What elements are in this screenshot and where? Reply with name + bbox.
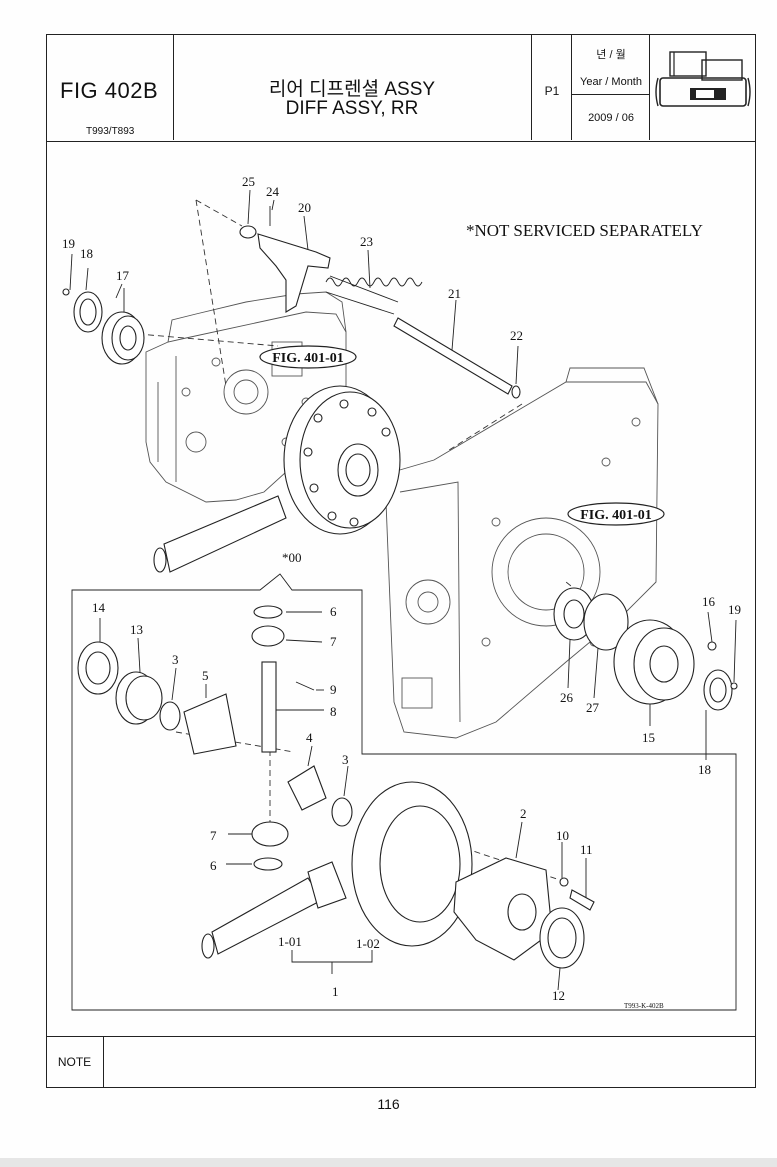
page-label: P1	[544, 84, 560, 98]
fig-ref-badge-upper: FIG. 401-01	[259, 345, 357, 369]
differential-detail	[77, 605, 595, 974]
page-frame	[46, 34, 756, 1088]
seal-collar-left	[62, 288, 145, 365]
callout: 18	[80, 246, 93, 261]
note-label: NOTE	[46, 1037, 104, 1087]
header-block: FIG 402B T993/T893 리어 디프렌셜 ASSY DIFF ASS…	[46, 34, 756, 142]
callout: 16	[702, 594, 716, 609]
detail-inset-border	[71, 573, 737, 1011]
callout: 7	[210, 828, 217, 843]
callout: 6	[330, 604, 337, 619]
callout: 27	[586, 700, 600, 715]
transmission-housing-right	[385, 367, 659, 739]
callout: 19	[62, 236, 75, 251]
callout: 10	[556, 828, 569, 843]
callout: 3	[342, 752, 349, 767]
callout: 3	[172, 652, 179, 667]
callout: 9	[330, 682, 337, 697]
callout: 1	[332, 984, 339, 999]
transmission-housing-left	[145, 291, 347, 503]
callout: 8	[330, 704, 337, 719]
differential-assembly-upper	[153, 385, 401, 573]
drawing-code: T993-K-402B	[624, 1002, 664, 1010]
callout: 23	[360, 234, 373, 249]
callout: 1-01	[278, 934, 302, 949]
callout: 14	[92, 600, 106, 615]
scan-edge	[0, 1158, 777, 1167]
callout: 24	[266, 184, 280, 199]
callout: 2	[520, 806, 527, 821]
model-code: T993/T893	[86, 126, 135, 137]
fig-ref-badge-lower: FIG. 401-01	[567, 502, 665, 526]
title-cell: 리어 디프렌셜 ASSY DIFF ASSY, RR	[174, 34, 532, 140]
note-row: NOTE	[46, 1036, 756, 1088]
callout: 18	[698, 762, 711, 777]
callout: 11	[580, 842, 593, 857]
fig-cell: FIG 402B T993/T893	[46, 34, 174, 140]
callout: 1-02	[356, 936, 380, 951]
shift-fork	[239, 206, 331, 313]
date-cell: 년 / 월 Year / Month 2009 / 06	[572, 34, 650, 140]
service-note: *NOT SERVICED SEPARATELY	[466, 221, 703, 240]
callout: 12	[552, 988, 565, 1003]
callout: 22	[510, 328, 523, 343]
spring	[325, 275, 423, 315]
callout: 6	[210, 858, 217, 873]
tractor-icon-cell	[650, 34, 754, 140]
callout: 19	[728, 602, 741, 617]
callout: 4	[306, 730, 313, 745]
callout: *00	[282, 550, 302, 565]
year-month-label: Year / Month	[580, 76, 642, 88]
tractor-icon	[655, 51, 751, 107]
callout: 20	[298, 200, 311, 215]
fig-number: FIG 402B	[60, 78, 159, 103]
callout: 7	[330, 634, 337, 649]
page-number: 116	[377, 1096, 400, 1112]
callout-labels: 25 24 20 23 21 22 19 18 17 *00 16 19 26 …	[62, 174, 741, 1003]
fig-ref-label: FIG. 401-01	[580, 508, 652, 523]
page-cell: P1	[532, 34, 572, 140]
date-value: 2009 / 06	[588, 112, 634, 124]
callout: 25	[242, 174, 255, 189]
seal-collar-right	[553, 587, 738, 711]
leader-lines	[69, 189, 737, 991]
callout: 21	[448, 286, 461, 301]
callout: 26	[560, 690, 574, 705]
callout: 17	[116, 268, 130, 283]
title-english: DIFF ASSY, RR	[285, 98, 419, 119]
callout: 5	[202, 668, 209, 683]
shift-rod	[393, 317, 521, 399]
callout: 15	[642, 730, 655, 745]
callout: 13	[130, 622, 143, 637]
title-korean: 리어 디프렌셜 ASSY	[268, 79, 436, 100]
fig-ref-label: FIG. 401-01	[272, 351, 344, 366]
year-month-label-korean: 년 / 월	[596, 49, 626, 61]
exploded-parts-diagram: FIG. 401-01 FIG. 401-01 *NOT SERVICED SE…	[62, 174, 741, 1011]
